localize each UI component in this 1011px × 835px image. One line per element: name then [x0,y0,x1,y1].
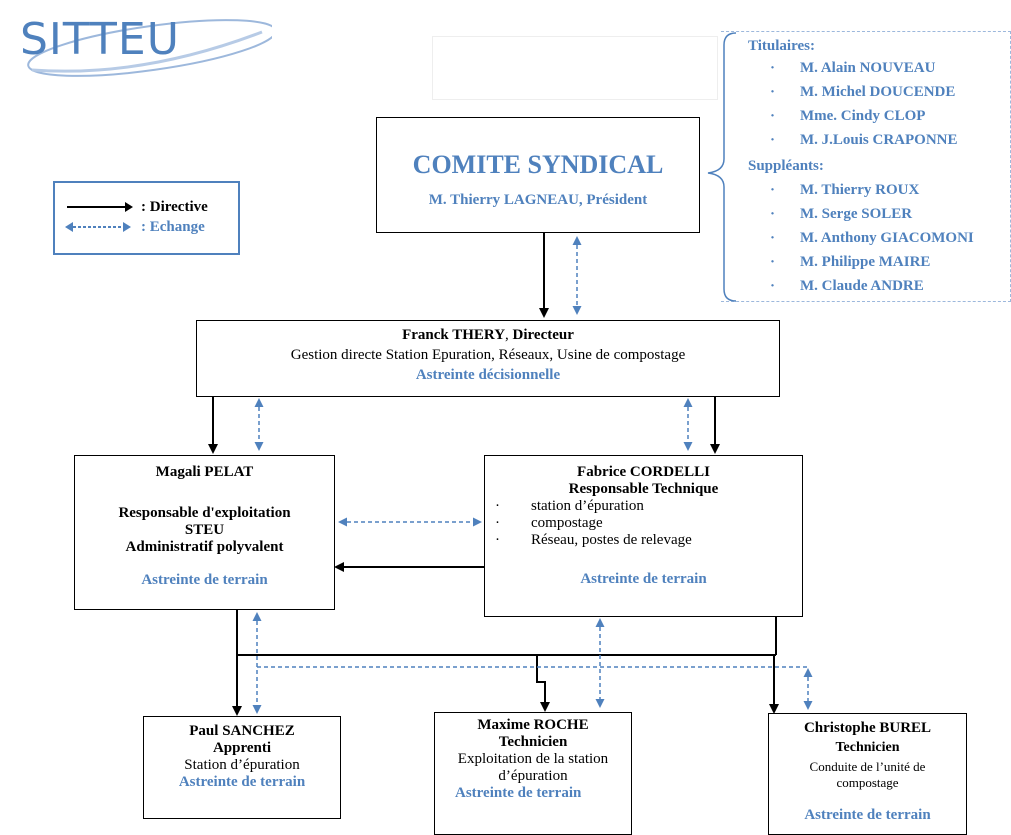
blank-frame [432,36,718,100]
burel-role: Technicien [835,740,900,755]
burel-astreinte: Astreinte de terrain [804,807,931,823]
roche-detail-1: Exploitation de la station [457,751,609,767]
comite-title: COMITE SYNDICAL [412,150,664,179]
list-item: ·compostage [495,515,603,531]
burel-box: Christophe BUREL Technicien Conduite de … [768,713,967,835]
comite-president: M. Thierry LAGNEAU, Président [428,192,648,208]
sitteu-logo: SITTEU [12,8,277,88]
roche-detail-2: d’épuration [498,768,568,784]
sanchez-role: Apprenti [212,740,272,756]
directeur-name: Franck THERY [402,327,506,343]
suppleants-list: ·M. Thierry ROUX ·M. Serge SOLER ·M. Ant… [770,182,974,302]
sanchez-box: Paul SANCHEZ Apprenti Station d’épuratio… [143,716,341,819]
legend-echange-label: : Echange [141,219,205,235]
pelat-role-3: Administratif polyvalent [125,539,284,555]
directeur-heading: Franck THERY, Directeur [197,327,779,344]
cordelli-role: Responsable Technique [568,481,719,497]
list-item: ·M. Thierry ROUX [770,182,920,198]
directeur-astreinte: Astreinte décisionnelle [415,367,561,383]
suppleants-heading: Suppléants: [748,158,824,174]
directeur-box: Franck THERY, Directeur Gestion directe … [196,320,780,397]
pelat-box: Magali PELAT Responsable d'exploitation … [74,455,335,610]
list-item: ·M. Michel DOUCENDE [770,84,956,100]
cordelli-astreinte: Astreinte de terrain [580,571,707,587]
pelat-role-1: Responsable d'exploitation [118,505,291,521]
comite-syndical-box: COMITE SYNDICAL M. Thierry LAGNEAU, Prés… [376,117,700,233]
titulaires-heading: Titulaires: [748,38,815,54]
legend: : Directive : Echange [53,181,240,255]
list-item: ·M. Serge SOLER [770,206,913,222]
burel-detail-2: compostage [836,775,899,790]
pelat-name: Magali PELAT [155,464,254,480]
burel-name: Christophe BUREL [803,720,932,736]
sanchez-astreinte: Astreinte de terrain [178,774,306,790]
roche-box: Maxime ROCHE Technicien Exploitation de … [434,712,632,835]
sanchez-detail: Station d’épuration [184,757,300,773]
titulaires-list: ·M. Alain NOUVEAU ·M. Michel DOUCENDE ·M… [770,60,958,156]
pelat-role-2: STEU [184,522,225,538]
brace-icon [707,32,737,302]
roche-role: Technicien [498,734,568,750]
directeur-sep: , [505,327,513,343]
list-item: ·M. J.Louis CRAPONNE [770,132,958,148]
cordelli-box: Fabrice CORDELLI Responsable Technique ·… [484,455,803,617]
pelat-astreinte: Astreinte de terrain [141,572,268,588]
cordelli-name: Fabrice CORDELLI [577,464,710,480]
list-item: ·Réseau, postes de relevage [495,532,692,548]
roche-astreinte: Astreinte de terrain [455,785,582,801]
roche-name: Maxime ROCHE [477,717,589,733]
list-item: ·M. Philippe MAIRE [770,254,931,270]
directeur-scope: Gestion directe Station Epuration, Résea… [290,347,686,363]
list-item: ·station d’épuration [495,498,644,514]
logo-text: SITTEU [20,14,180,65]
burel-detail-1: Conduite de l’unité de [809,759,926,774]
sanchez-name: Paul SANCHEZ [189,723,295,739]
legend-arrows [65,202,133,232]
legend-directive-label: : Directive [141,199,208,215]
list-item: ·M. Anthony GIACOMONI [770,230,974,246]
directeur-title: Directeur [512,327,574,343]
list-item: ·M. Claude ANDRE [770,278,924,294]
cordelli-items: ·station d’épuration ·compostage ·Réseau… [495,498,802,549]
list-item: ·M. Alain NOUVEAU [770,60,936,76]
list-item: ·Mme. Cindy CLOP [770,108,926,124]
